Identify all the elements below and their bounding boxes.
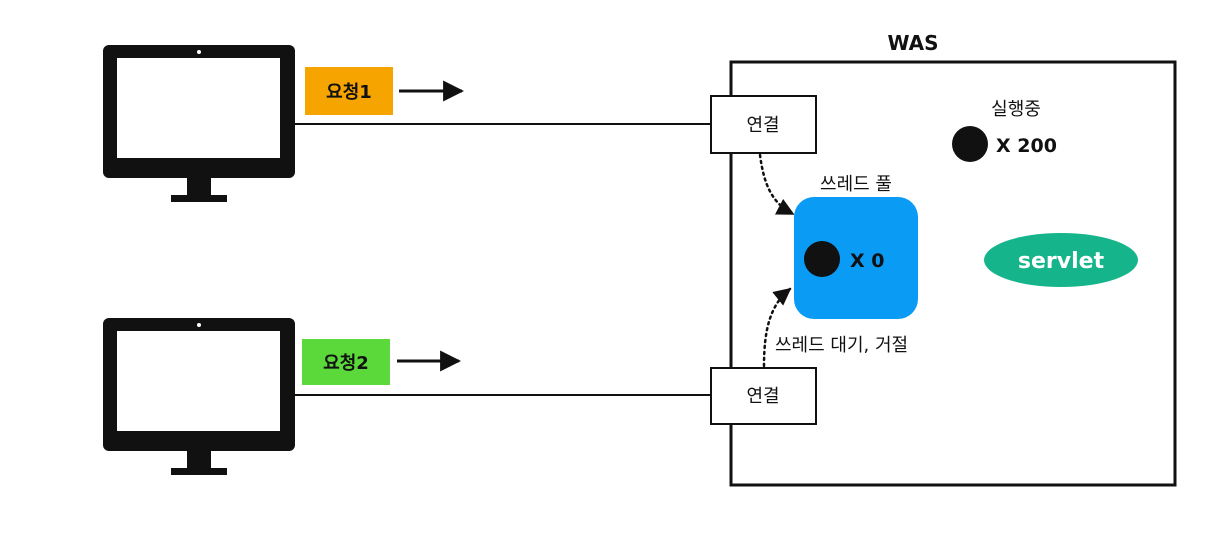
servlet: servlet xyxy=(984,233,1138,287)
thread-dot-icon xyxy=(804,241,840,277)
thread-pool-label: 쓰레드 풀 xyxy=(820,174,892,195)
running-count: X 200 xyxy=(996,135,1057,157)
client-monitor-2 xyxy=(103,318,295,475)
servlet-label: servlet xyxy=(1018,249,1105,274)
thread-pool: 쓰레드 풀 X 0 xyxy=(794,174,918,319)
thread-pool-box xyxy=(794,197,918,319)
was-title: WAS xyxy=(887,31,938,55)
connection-label-1: 연결 xyxy=(746,115,779,136)
thread-pool-count: X 0 xyxy=(850,250,884,272)
request-badge-2: 요청2 xyxy=(302,339,390,385)
request-badge-1: 요청1 xyxy=(305,67,393,115)
connection-label-2: 연결 xyxy=(746,386,779,407)
request-label-2: 요청2 xyxy=(323,353,369,374)
running-threads: 실행중 X 200 xyxy=(952,99,1057,162)
dotted-arrow-to-pool-1 xyxy=(758,153,795,216)
client-monitor-1 xyxy=(103,45,295,202)
request-label-1: 요청1 xyxy=(326,82,372,103)
running-thread-dot-icon xyxy=(952,126,988,162)
connection-box-1: 연결 xyxy=(710,95,817,154)
waiting-label: 쓰레드 대기, 거절 xyxy=(775,335,908,356)
running-label: 실행중 xyxy=(991,99,1041,120)
servlet-shape xyxy=(984,233,1138,287)
connection-box-2: 연결 xyxy=(710,367,817,425)
